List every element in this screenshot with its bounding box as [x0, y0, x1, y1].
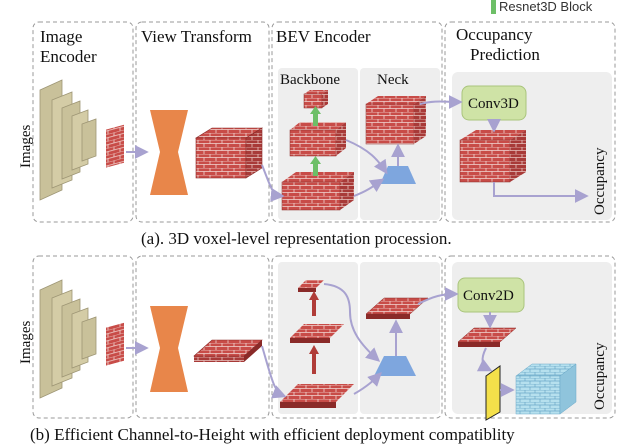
- section-bev-encoder-box-b: [271, 255, 443, 419]
- backbone-block-small: [303, 90, 328, 109]
- section-view-transform-box: [135, 21, 270, 223]
- neck-trapezoid-b: [374, 356, 416, 376]
- backbone-plane-small-b: [298, 280, 324, 292]
- section-bev-encoder-box: [271, 21, 443, 223]
- images-label-a: Images: [18, 125, 34, 168]
- view-transform-shape-b: [150, 306, 188, 392]
- resnet3d-block-2: [313, 162, 318, 176]
- neck-panel-b: [360, 262, 440, 414]
- section-image-encoder-box-b: [32, 255, 134, 419]
- arrow-voxel-out-a: [493, 182, 589, 203]
- title-occupancy-l1: Occupancy: [456, 25, 533, 44]
- caption-a: (a). 3D voxel-level representation proce…: [141, 229, 452, 248]
- arrow-plane-yellow-b: [476, 347, 493, 372]
- image-feature-b: [106, 322, 124, 366]
- arrow-neck-conv-a: [419, 94, 463, 109]
- arrow-vt-bev-a: [261, 164, 285, 202]
- channel-to-height-layer: [485, 365, 501, 421]
- arrow-large-neck-b: [353, 372, 382, 395]
- backbone-block-mid: [289, 122, 346, 157]
- images-label-b: Images: [18, 321, 34, 364]
- occupancy-voxel-b: [515, 363, 577, 415]
- conv3d-label: Conv3D: [468, 96, 519, 112]
- backbone-plane-large-b: [280, 384, 354, 408]
- view-transform-shape-a: [150, 110, 188, 195]
- neck-block-a: [365, 96, 426, 145]
- image-encoder-stack-a: [39, 79, 97, 201]
- title-image-encoder-l2: Encoder: [40, 47, 97, 66]
- section-view-transform-box-b: [135, 255, 270, 419]
- section-occupancy-box: [444, 21, 616, 223]
- backbone-block-large: [281, 172, 354, 211]
- section-occupancy-box-b: [444, 255, 616, 419]
- arrow-small-neck-b: [323, 283, 381, 362]
- arrow-mid-neck-a: [345, 139, 388, 175]
- arrow-vt-bev-b: [261, 345, 287, 399]
- occupancy-label-b: Occupancy: [592, 342, 608, 410]
- title-view-transform: View Transform: [141, 27, 252, 46]
- legend-label: Resnet3D Block: [499, 0, 593, 14]
- conv-arrow-2-b: [312, 352, 316, 374]
- row-a: Image Encoder View Transform BEV Encoder…: [18, 21, 616, 248]
- conv2d-label: Conv2D: [463, 288, 514, 304]
- neck-trapezoid-a: [380, 166, 416, 184]
- backbone-label: Backbone: [280, 72, 340, 88]
- title-image-encoder-l1: Image: [40, 27, 82, 46]
- bev-voxel-a: [194, 127, 264, 179]
- row-b: Images: [18, 255, 616, 444]
- arrow-neck-conv-b: [417, 287, 459, 305]
- section-image-encoder-box: [32, 21, 134, 223]
- title-bev-encoder: BEV Encoder: [276, 27, 371, 46]
- image-encoder-stack-b: [39, 279, 97, 399]
- title-occupancy-l2: Prediction: [470, 45, 540, 64]
- resnet3d-block-1: [313, 112, 318, 126]
- arrow-large-neck-a: [353, 178, 385, 197]
- image-feature-a: [106, 124, 124, 168]
- occupancy-voxel-a: [459, 130, 526, 183]
- neck-label: Neck: [377, 72, 409, 88]
- legend-swatch: [491, 0, 496, 14]
- caption-b: (b) Efficient Channel-to-Height with eff…: [30, 425, 515, 444]
- conv-arrow-1-b: [312, 298, 316, 316]
- backbone-plane-mid-b: [290, 324, 344, 343]
- occupancy-label-a: Occupancy: [592, 147, 608, 215]
